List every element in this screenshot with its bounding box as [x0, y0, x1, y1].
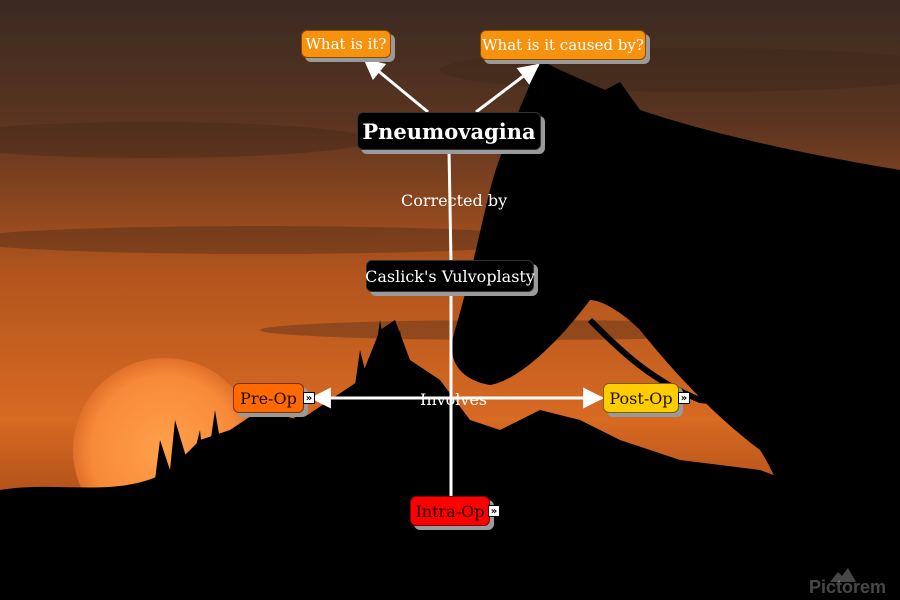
node-post-op-label: Post-Op [609, 388, 673, 408]
expand-icon-pre-op[interactable]: » [303, 392, 315, 404]
horse-silhouette [451, 60, 900, 600]
expand-icon-intra-op[interactable]: » [488, 505, 500, 517]
edge-to-what-is-it [363, 58, 429, 114]
node-caused-by-label: What is it caused by? [482, 36, 644, 54]
node-what-is-it-label: What is it? [305, 35, 387, 53]
expand-icon-post-op[interactable]: » [678, 392, 690, 404]
node-caused-by[interactable]: What is it caused by? [480, 30, 646, 60]
node-what-is-it[interactable]: What is it? [301, 30, 391, 58]
watermark: Pictorem [808, 577, 886, 597]
edge-corrected-by [447, 149, 453, 263]
node-pre-op-label: Pre-Op [240, 388, 297, 408]
edge-to-caused-by [475, 63, 540, 114]
node-post-op[interactable]: Post-Op [603, 383, 679, 413]
node-pre-op[interactable]: Pre-Op [233, 383, 304, 413]
node-intra-op-label: Intra-Op [415, 501, 485, 521]
pictorem-logo-icon [830, 568, 856, 582]
node-caslicks-label: Caslick's Vulvoplasty [365, 266, 535, 286]
node-pneumovagina[interactable]: Pneumovagina [357, 112, 541, 150]
edge-label-involves: Involves [420, 390, 488, 409]
node-caslicks-vulvoplasty[interactable]: Caslick's Vulvoplasty [365, 260, 535, 292]
node-pneumovagina-label: Pneumovagina [362, 118, 536, 144]
edge-label-corrected-by: Corrected by [401, 191, 508, 210]
node-intra-op[interactable]: Intra-Op [410, 496, 490, 526]
